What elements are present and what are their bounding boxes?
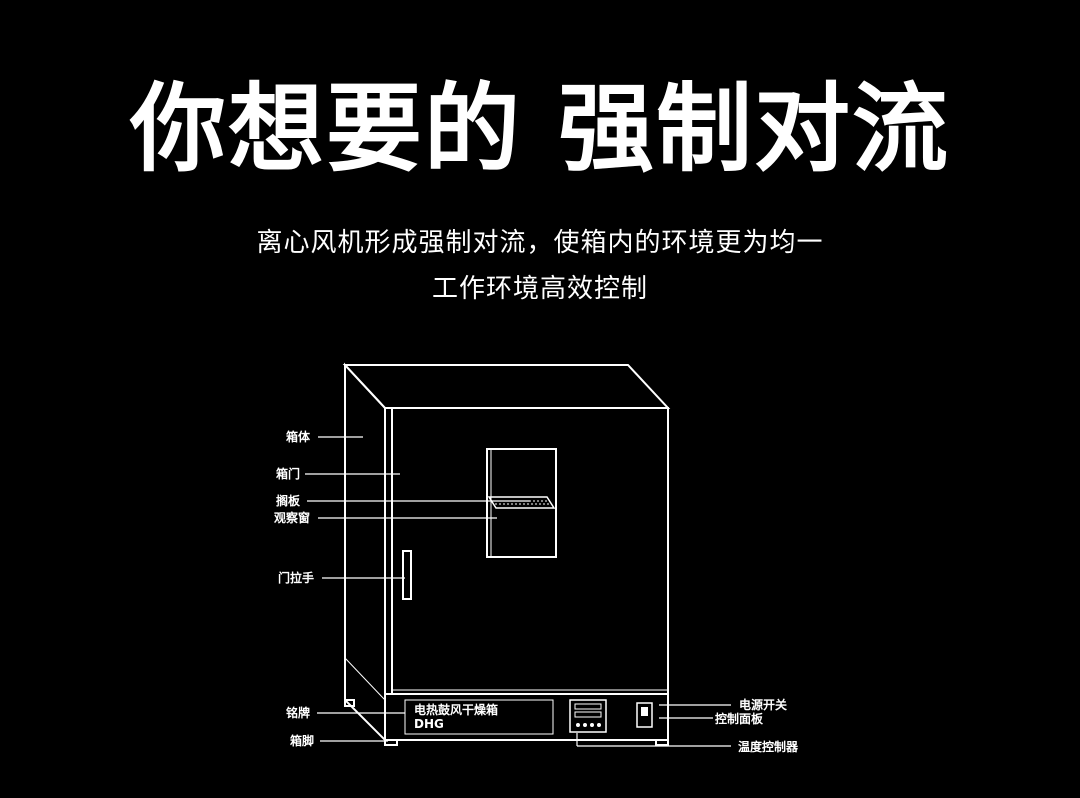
oven-front [384,407,669,741]
label-cabinet-foot: 箱脚 [290,733,314,748]
label-shelf: 搁板 [276,493,301,508]
side-lower-line [344,657,386,701]
label-door-handle: 门拉手 [278,570,314,585]
oven-side-panel [344,362,386,743]
label-power-switch: 电源开关 [739,697,787,712]
label-nameplate: 铭牌 [286,705,310,720]
leader-lines [305,436,731,747]
headline-part2: 强制对流 [558,73,950,185]
headline-part1: 你想要的 [130,73,522,185]
nameplate-plate [404,699,554,735]
shelf-plate [487,496,556,509]
nameplate-line2: DHG [414,717,444,731]
label-cabinet-body: 箱体 [286,429,311,444]
power-switch-rocker [641,707,648,716]
shelf [487,496,556,509]
label-cabinet-door: 箱门 [276,466,300,481]
label-temperature-controller: 温度控制器 [738,739,799,754]
power-switch [636,702,653,728]
cabinet-feet [344,699,669,746]
oven-top [342,364,671,409]
door-handle [402,550,412,600]
viewing-window [486,448,557,558]
temperature-controller [569,699,607,733]
subtitle-line1: 离心风机形成强制对流，使箱内的环境更为均一 [256,228,824,258]
headline: 你想要的强制对流 [0,72,1080,187]
nameplate-line1: 电热鼓风干燥箱 [414,702,498,717]
label-viewing-window: 观察窗 [274,510,310,525]
subtitle-line2: 工作环境高效控制 [431,274,648,304]
oven-outline [342,362,671,743]
label-control-panel: 控制面板 [715,711,764,726]
